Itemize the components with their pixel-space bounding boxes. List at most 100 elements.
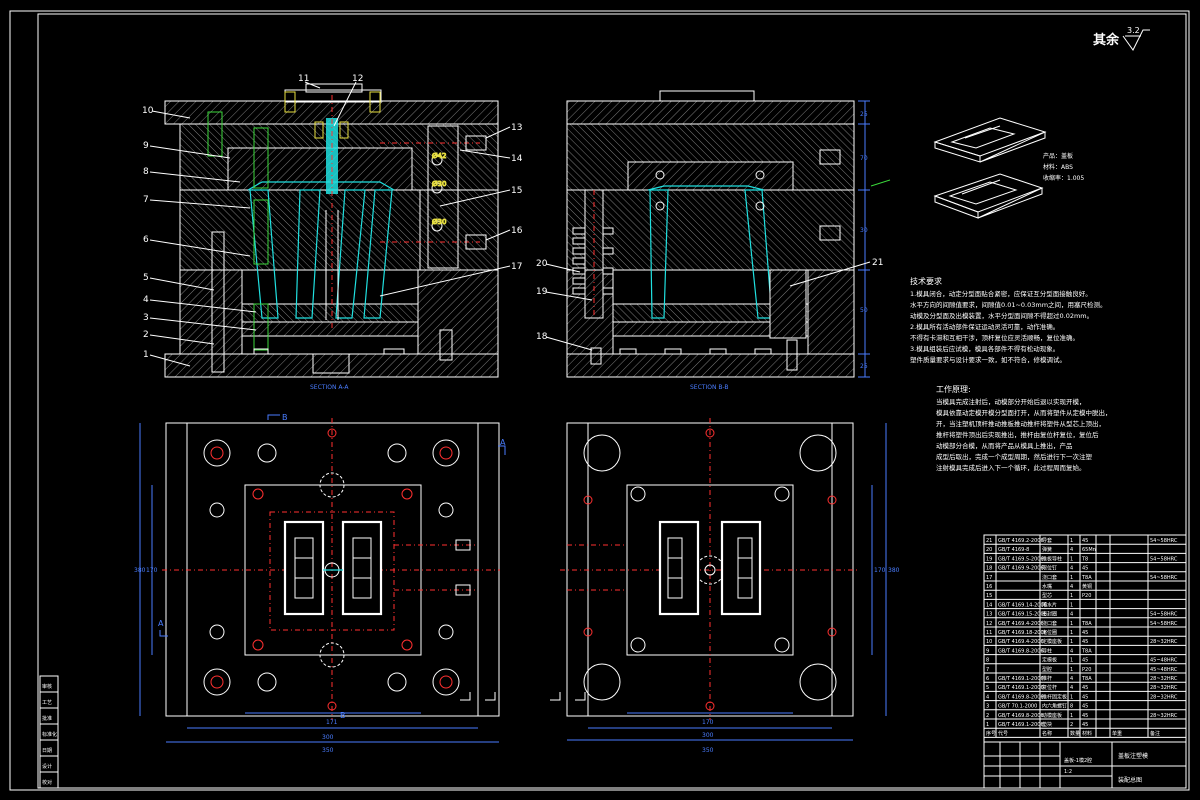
- bom-cell: 28~32HRC: [1150, 685, 1178, 691]
- tech-req-line-1: 1.模具闭合，动定分型面贴合紧密，应保证互分型面接触良好。: [910, 289, 1092, 298]
- section-b-label: SECTION B-B: [690, 384, 729, 391]
- bom-cell: 18: [986, 566, 992, 572]
- bom-cell: 54~58HRC: [1150, 538, 1178, 544]
- callout-21: 21: [872, 258, 883, 268]
- plan-view-left: 300 350 171 380 170 B A A B: [134, 413, 506, 754]
- bom-cell: T8A: [1081, 621, 1092, 627]
- callout-9: 9: [143, 141, 149, 151]
- roughness-label: 其余: [1093, 32, 1120, 48]
- bom-cell: 1: [1070, 575, 1073, 581]
- bom-cell: 7: [986, 667, 989, 673]
- bom-header-cell: 名称: [1042, 730, 1052, 737]
- bom-cell: 1: [1070, 593, 1073, 599]
- bom-cell: 45: [1082, 704, 1088, 710]
- bom-cell: 14: [986, 602, 992, 608]
- title-block: 盖板注塑模 装配总图 盖板-1模2腔 1:2: [983, 741, 1187, 789]
- strip-6: 设计: [42, 763, 52, 770]
- bom-cell: GB/T 4169.1-2006: [998, 722, 1044, 728]
- bom-cell: 17: [986, 575, 992, 581]
- bom-cell: 1: [1070, 621, 1073, 627]
- callout-10: 10: [142, 106, 154, 116]
- callout-4: 4: [143, 295, 149, 305]
- bom-cell: 水嘴: [1042, 583, 1052, 590]
- bom-cell: 54~58HRC: [1150, 575, 1178, 581]
- bom-cell: 45~48HRC: [1150, 658, 1178, 664]
- dim-right-350: 350: [702, 747, 714, 754]
- bom-cell: 45: [1082, 722, 1088, 728]
- bom-cell: 45: [1082, 630, 1088, 636]
- product-material: 材料：ABS: [1043, 163, 1073, 171]
- tech-requirements: 技术要求 1.模具闭合，动定分型面贴合紧密，应保证互分型面接触良好。 水平方向的…: [910, 276, 1107, 364]
- bom-cell: 1: [1070, 667, 1073, 673]
- bom-cell: 28~32HRC: [1150, 694, 1178, 700]
- strip-7: 校对: [42, 779, 52, 786]
- tech-req-line-5: 不得有卡滞和互相干涉，顶杆复位应灵活顺畅，复位准确。: [910, 333, 1079, 342]
- bom-cell: T8: [1081, 556, 1088, 562]
- bom-cell: 推板导柱: [1042, 555, 1062, 562]
- bom-cell: 型芯: [1042, 592, 1052, 599]
- bom-cell: 45: [1082, 538, 1088, 544]
- callout-17: 17: [511, 262, 522, 272]
- bom-cell: 1: [1070, 694, 1073, 700]
- bom-cell: GB/T 4169.2-2006: [998, 538, 1044, 544]
- callout-18: 18: [536, 332, 548, 342]
- plate-label-3: Ø30: [432, 218, 446, 226]
- roughness-value: 3.2: [1127, 26, 1140, 35]
- callout-11: 11: [298, 74, 309, 84]
- bom-cell: 垫块: [1042, 721, 1052, 728]
- callout-16: 16: [511, 226, 523, 236]
- bom-cell: 复位杆: [1042, 684, 1057, 691]
- working-line-4: 推杆将塑件顶出后实现推出，推杆由复位杆复位，复位后: [936, 430, 1099, 439]
- callout-12: 12: [352, 74, 363, 84]
- bom-cell: 1: [986, 722, 989, 728]
- working-line-7: 注射模具完成后进入下一个循环，此过程周而复始。: [936, 463, 1086, 472]
- bom-cell: GB/T 70.1-2000: [998, 704, 1037, 710]
- title-drawing: 盖板-1模2腔: [1064, 757, 1092, 764]
- callout-8: 8: [143, 167, 149, 177]
- bom-cell: 密封圈: [1042, 611, 1057, 618]
- view-mark-a-left: A: [158, 619, 164, 628]
- title-scale: 1:2: [1064, 769, 1072, 775]
- product-isometric: 产品：盖板 材料：ABS 收缩率：1.005: [933, 117, 1084, 219]
- roughness-symbol: 其余 3.2: [1093, 26, 1150, 51]
- strip-3: 批准: [42, 715, 52, 722]
- product-name: 产品：盖板: [1043, 152, 1073, 160]
- bom-cell: 6: [986, 676, 989, 682]
- dim-b-5: 25: [860, 363, 868, 370]
- tech-req-title: 技术要求: [910, 276, 942, 286]
- bom-cell: 弹簧: [1042, 546, 1052, 553]
- working-title: 工作原理:: [936, 384, 971, 394]
- dim-left-300: 300: [322, 734, 334, 741]
- dim-right-380: 380: [888, 567, 900, 574]
- bom-cell: 45~48HRC: [1150, 667, 1178, 673]
- bom-cell: 内六角螺钉: [1042, 703, 1067, 710]
- bom-header-cell: 代号: [998, 730, 1008, 737]
- bom-cell: 28~32HRC: [1150, 676, 1178, 682]
- bom-cell: GB/T 4169.18-2006: [998, 630, 1047, 636]
- bom-cell: 8: [1070, 704, 1073, 710]
- product-shrinkage: 收缩率：1.005: [1043, 174, 1084, 182]
- bom-cell: P20: [1082, 667, 1091, 673]
- bom-cell: 4: [1070, 676, 1073, 682]
- bom-cell: 4: [1070, 612, 1073, 618]
- section-b-b: 25 70 30 50 25 SECTION B-B: [566, 90, 891, 391]
- tech-req-line-4: 2.模具所有活动部件保证运动灵活可靠，动作准确。: [910, 322, 1059, 331]
- view-mark-b-top: B: [282, 413, 288, 422]
- dim-b-2: 70: [860, 155, 868, 162]
- bom-cell: 隔水片: [1042, 601, 1057, 608]
- bom-cell: 1: [1070, 658, 1073, 664]
- bom-cell: 定模座板: [1042, 638, 1062, 645]
- dim-left-380: 380: [134, 567, 146, 574]
- bom-cell: 12: [986, 621, 992, 627]
- bom-cell: 45: [1082, 713, 1088, 719]
- bom-cell: 4: [986, 694, 989, 700]
- strip-2: 工艺: [42, 700, 52, 706]
- callout-1: 1: [143, 350, 149, 360]
- working-line-6: 成型后取出，完成一个成型周期，然后进行下一次注塑: [936, 452, 1093, 461]
- bom-cell: 8: [986, 658, 989, 664]
- bom-cell: 导柱: [1042, 647, 1052, 654]
- bom-header-cell: 数量: [1070, 730, 1080, 737]
- bom-cell: 9: [986, 648, 989, 654]
- bom-cell: 15: [986, 593, 992, 599]
